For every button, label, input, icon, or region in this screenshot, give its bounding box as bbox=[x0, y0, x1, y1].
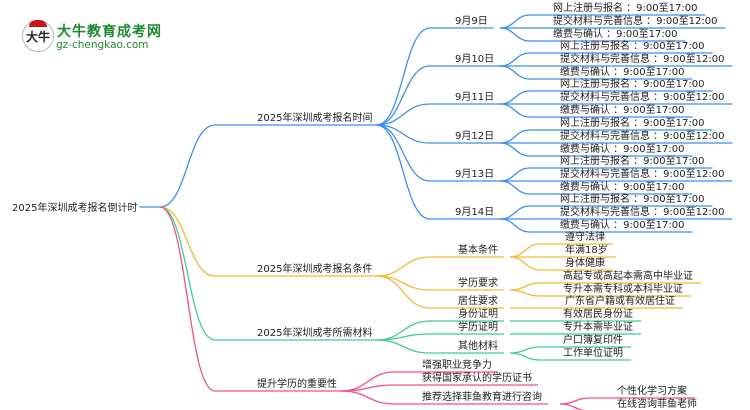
leaf-node[interactable]: 缴费与确认 ：9:00至17:00 bbox=[560, 142, 684, 155]
logo-badge-icon: 大牛 bbox=[22, 20, 54, 52]
leaf-node[interactable]: 缴费与确认 ：9:00至17:00 bbox=[560, 180, 684, 193]
sub-node[interactable]: 9月13日 bbox=[455, 168, 494, 180]
leaf-node[interactable]: 年满18岁 bbox=[565, 243, 608, 256]
leaf-node[interactable]: 户口簿复印件 bbox=[563, 333, 623, 346]
leaf-node[interactable]: 广东省户籍或有效居住证 bbox=[565, 294, 675, 307]
leaf-node[interactable]: 个性化学习方案 bbox=[617, 384, 687, 397]
connector-line bbox=[340, 390, 396, 405]
sub-node[interactable]: 增强职业竞争力 bbox=[422, 358, 492, 371]
site-logo[interactable]: 大牛 大牛教育成考网 gz-chengkao.com bbox=[18, 18, 161, 54]
leaf-node[interactable]: 有效居民身份证 bbox=[563, 307, 633, 320]
sub-node[interactable]: 学历要求 bbox=[458, 276, 498, 289]
connector-line bbox=[509, 256, 541, 271]
sub-node[interactable]: 9月10日 bbox=[455, 53, 494, 65]
leaf-node[interactable]: 网上注册与报名 ：9:00至17:00 bbox=[560, 116, 704, 129]
leaf-node[interactable]: 身体健康 bbox=[565, 256, 605, 269]
leaf-node[interactable]: 缴费与确认 ：9:00至17:00 bbox=[560, 65, 684, 78]
leaf-node[interactable]: 专升本需毕业证 bbox=[563, 320, 633, 333]
leaf-node[interactable]: 网上注册与报名 ：9:00至17:00 bbox=[560, 192, 704, 205]
connector-line bbox=[499, 14, 531, 29]
sub-node[interactable]: 获得国家承认的学历证书 bbox=[422, 371, 532, 384]
connector-line bbox=[159, 124, 216, 208]
sub-node[interactable]: 学历证明 bbox=[458, 320, 498, 333]
connector-line bbox=[340, 384, 396, 392]
connector-line bbox=[559, 403, 585, 410]
sub-node[interactable]: 居住要求 bbox=[458, 294, 498, 307]
connector-line bbox=[500, 90, 531, 105]
connector-line bbox=[376, 275, 431, 291]
connector-line bbox=[509, 243, 541, 258]
leaf-node[interactable]: 提交材料与完善信息 ：9:00至12:00 bbox=[553, 14, 717, 27]
leaf-node[interactable]: 网上注册与报名 ：9:00至17:00 bbox=[553, 1, 697, 14]
leaf-node[interactable]: 提交材料与完善信息 ：9:00至12:00 bbox=[560, 205, 724, 218]
leaf-node[interactable]: 缴费与确认 ：9:00至17:00 bbox=[553, 27, 677, 40]
connector-line bbox=[376, 124, 431, 144]
connector-line bbox=[376, 124, 431, 182]
branch-node[interactable]: 2025年深圳成考报名时间 bbox=[257, 111, 372, 124]
connector-line bbox=[376, 339, 431, 354]
connector-line bbox=[500, 65, 531, 80]
leaf-node[interactable]: 工作单位证明 bbox=[563, 346, 623, 359]
leaf-node[interactable]: 专升本需专科或本科毕业证 bbox=[563, 282, 683, 295]
connector-line bbox=[500, 167, 531, 182]
leaf-node[interactable]: 提交材料与完善信息 ：9:00至12:00 bbox=[560, 129, 724, 142]
branch-node[interactable]: 2025年深圳成考所需材料 bbox=[257, 326, 372, 339]
connector-line bbox=[376, 103, 431, 126]
connector-line bbox=[159, 206, 216, 392]
connector-line bbox=[500, 129, 531, 144]
sub-node[interactable]: 9月14日 bbox=[455, 206, 494, 218]
branch-node[interactable]: 提升学历的重要性 bbox=[257, 377, 337, 390]
connector-line bbox=[500, 142, 531, 157]
leaf-node[interactable]: 缴费与确认 ：9:00至17:00 bbox=[560, 103, 684, 116]
connector-line bbox=[500, 180, 531, 195]
leaf-node[interactable]: 在线咨询菲鱼老师 bbox=[617, 397, 697, 410]
connector-line bbox=[376, 27, 431, 126]
root-node[interactable]: 2025年深圳成考报名倒计时 bbox=[12, 201, 137, 214]
sub-node[interactable]: 9月12日 bbox=[455, 130, 494, 142]
sub-node[interactable]: 其他材料 bbox=[458, 339, 498, 352]
logo-url: gz-chengkao.com bbox=[56, 39, 149, 51]
leaf-node[interactable]: 遵守法律 bbox=[565, 230, 605, 243]
leaf-node[interactable]: 网上注册与报名 ：9:00至17:00 bbox=[560, 39, 704, 52]
connector-line bbox=[376, 256, 431, 277]
connector-line bbox=[376, 65, 431, 126]
connector-line bbox=[500, 205, 531, 220]
sub-node[interactable]: 基本条件 bbox=[458, 243, 498, 256]
leaf-node[interactable]: 缴费与确认 ：9:00至17:00 bbox=[560, 218, 684, 231]
connector-line bbox=[509, 352, 541, 361]
connector-line bbox=[499, 27, 531, 42]
leaf-node[interactable]: 网上注册与报名 ：9:00至17:00 bbox=[560, 77, 704, 90]
sub-node[interactable]: 9月9日 bbox=[455, 15, 488, 27]
leaf-node[interactable]: 提交材料与完善信息 ：9:00至12:00 bbox=[560, 167, 724, 180]
leaf-node[interactable]: 提交材料与完善信息 ：9:00至12:00 bbox=[560, 52, 724, 65]
connector-line bbox=[159, 206, 216, 277]
connector-line bbox=[559, 397, 591, 405]
branch-node[interactable]: 2025年深圳成考报名条件 bbox=[257, 262, 372, 275]
leaf-node[interactable]: 网上注册与报名 ：9:00至17:00 bbox=[560, 154, 704, 167]
connector-line bbox=[509, 282, 541, 291]
connector-line bbox=[376, 275, 431, 309]
connector-line bbox=[509, 346, 541, 354]
connector-line bbox=[376, 124, 431, 220]
connector-line bbox=[500, 218, 531, 233]
sub-node[interactable]: 推荐选择菲鱼教育进行咨询 bbox=[422, 390, 542, 403]
connector-line bbox=[500, 52, 531, 67]
sub-node[interactable]: 身份证明 bbox=[458, 307, 498, 320]
connector-line bbox=[159, 206, 216, 341]
leaf-node[interactable]: 高起专或高起本需高中毕业证 bbox=[563, 269, 693, 282]
connector-line bbox=[500, 103, 531, 118]
logo-brand-name: 大牛教育成考网 bbox=[57, 24, 162, 40]
connector-line bbox=[376, 333, 431, 341]
leaf-node[interactable]: 提交材料与完善信息 ：9:00至12:00 bbox=[560, 90, 724, 103]
sub-node[interactable]: 9月11日 bbox=[455, 91, 494, 103]
connector-line bbox=[509, 289, 541, 297]
